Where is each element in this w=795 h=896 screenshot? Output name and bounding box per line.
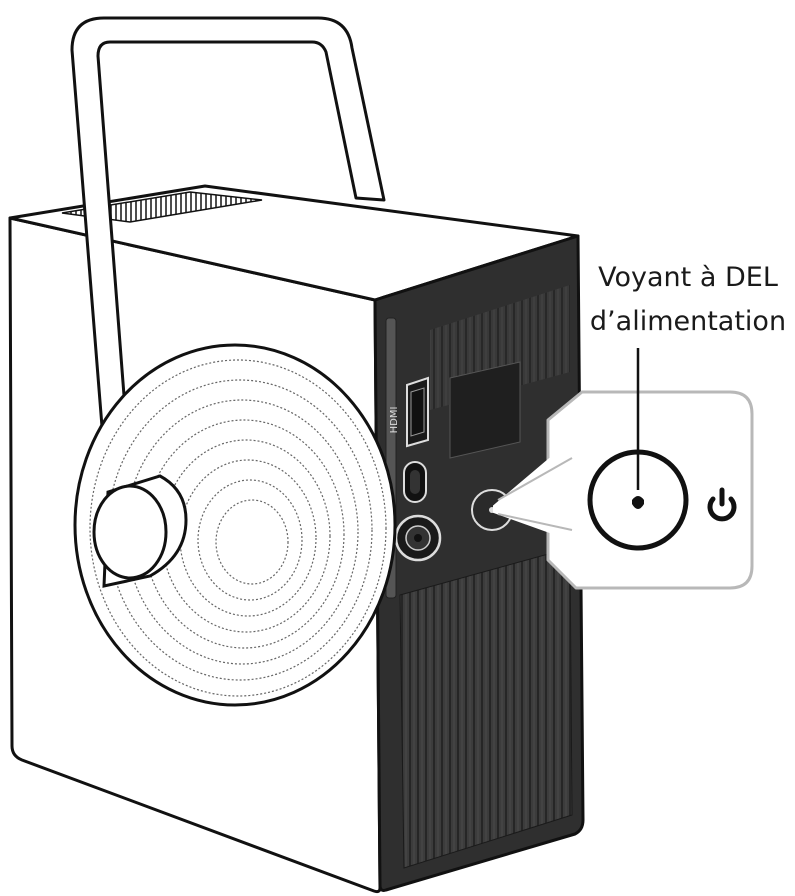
- rear-label-plate: [449, 361, 521, 459]
- callout-pointer-edge-top: [497, 457, 573, 501]
- speaker-grille: [73, 343, 397, 707]
- usb-c-port: [403, 461, 427, 503]
- callout-label-line1: Voyant à DEL: [598, 262, 778, 293]
- power-icon: [707, 487, 737, 522]
- power-connector: [394, 514, 442, 562]
- callout-pointer-edge-bottom: [497, 513, 573, 531]
- led-indicator-icon: [632, 496, 644, 509]
- callout-label-line2: d’alimentation: [589, 306, 787, 337]
- carry-handle: [70, 16, 386, 504]
- rear-vent-grille: [399, 547, 573, 869]
- callout-pointer: [493, 437, 573, 542]
- hdmi-port-label: HDMI: [389, 407, 400, 434]
- handle-hub: [92, 474, 188, 588]
- hdmi-port: [406, 376, 429, 448]
